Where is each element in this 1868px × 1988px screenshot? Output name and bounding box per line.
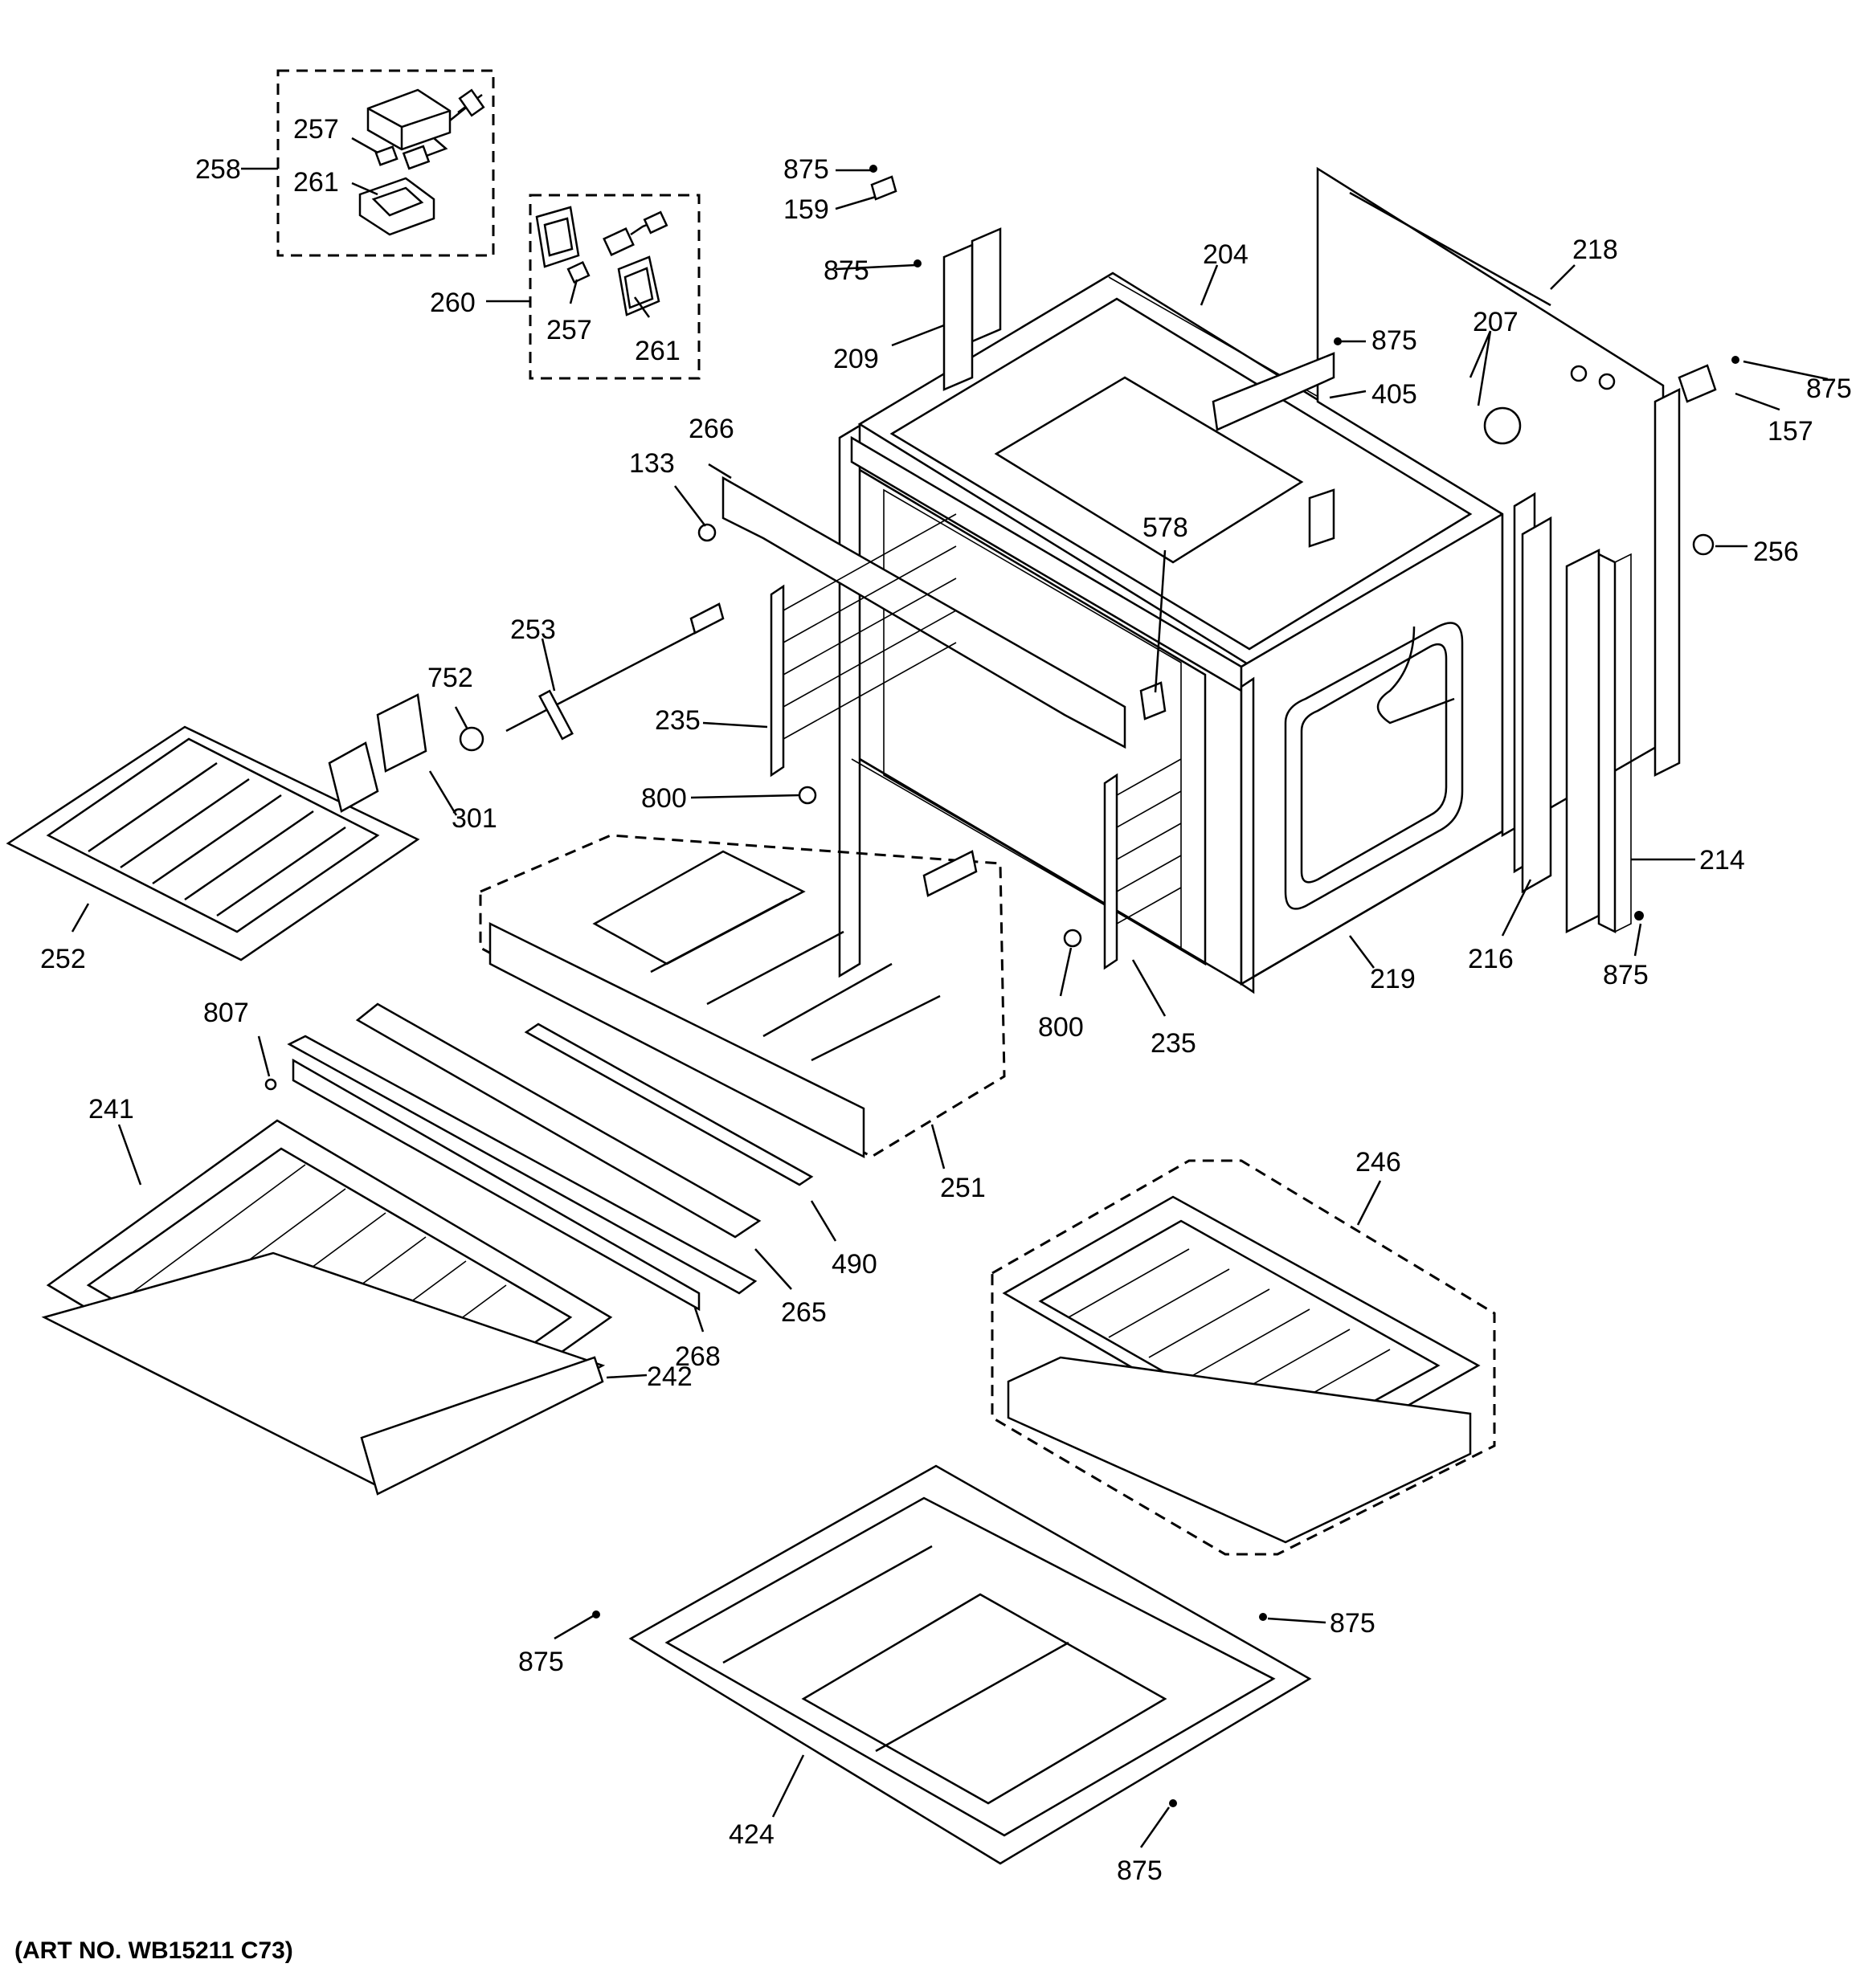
label-133: 133 <box>629 448 675 479</box>
label-405: 405 <box>1371 379 1417 410</box>
label-800: 800 <box>641 783 687 814</box>
label-266: 266 <box>689 414 734 444</box>
label-235: 235 <box>1151 1028 1196 1059</box>
label-157: 157 <box>1768 416 1813 447</box>
label-265: 265 <box>781 1297 827 1328</box>
bottom-panel-424 <box>628 1464 1312 1865</box>
rack-supports-235 <box>721 476 1182 970</box>
trims <box>264 1002 814 1312</box>
label-207: 207 <box>1473 307 1519 337</box>
label-578: 578 <box>1142 512 1188 543</box>
label-256: 256 <box>1753 537 1799 567</box>
label-752: 752 <box>427 663 473 693</box>
label-875: 875 <box>518 1647 564 1677</box>
label-800: 800 <box>1038 1012 1084 1043</box>
bake-element-kit-251 <box>479 834 1006 1159</box>
label-875: 875 <box>783 154 829 185</box>
label-257: 257 <box>293 114 339 145</box>
label-875: 875 <box>1603 960 1649 990</box>
label-246: 246 <box>1355 1147 1401 1178</box>
label-159: 159 <box>783 194 829 225</box>
label-424: 424 <box>729 1819 775 1850</box>
label-875: 875 <box>1371 325 1417 356</box>
label-253: 253 <box>510 614 556 645</box>
label-214: 214 <box>1699 845 1745 876</box>
label-242: 242 <box>647 1361 693 1392</box>
hardware <box>592 165 1739 1807</box>
leader-lines <box>71 137 1829 1848</box>
label-261: 261 <box>635 336 681 366</box>
art-number-caption: (ART NO. WB15211 C73) <box>14 1937 293 1964</box>
label-875: 875 <box>1117 1855 1163 1886</box>
label-260: 260 <box>430 288 476 318</box>
label-216: 216 <box>1468 944 1514 974</box>
label-807: 807 <box>203 998 249 1028</box>
label-219: 219 <box>1370 964 1416 994</box>
kit-258-box <box>276 69 495 257</box>
label-218: 218 <box>1572 235 1618 265</box>
label-301: 301 <box>452 803 497 834</box>
callout-labels: 257 258 261 260 257 261 875 159 875 209 … <box>40 114 1852 1886</box>
label-257: 257 <box>546 315 592 345</box>
label-875: 875 <box>1330 1608 1375 1639</box>
label-258: 258 <box>195 154 241 185</box>
duct-405 <box>1212 352 1335 548</box>
probe-253 <box>459 602 725 752</box>
label-209: 209 <box>833 344 879 374</box>
side-brackets <box>1513 387 1681 934</box>
label-261: 261 <box>293 167 339 198</box>
label-268: 268 <box>675 1341 721 1372</box>
label-490: 490 <box>832 1249 877 1280</box>
label-204: 204 <box>1203 239 1249 270</box>
label-251: 251 <box>940 1173 986 1203</box>
label-875: 875 <box>1806 374 1852 404</box>
label-252: 252 <box>40 944 86 974</box>
slide-rack-242 <box>41 1251 606 1496</box>
bracket-209 <box>942 227 1002 391</box>
label-235: 235 <box>655 705 701 736</box>
kit-260-box <box>529 194 701 380</box>
label-241: 241 <box>88 1094 134 1125</box>
broil-element-252 <box>6 693 427 961</box>
broil-pan-kit-246 <box>991 1159 1496 1556</box>
label-875: 875 <box>824 255 869 286</box>
